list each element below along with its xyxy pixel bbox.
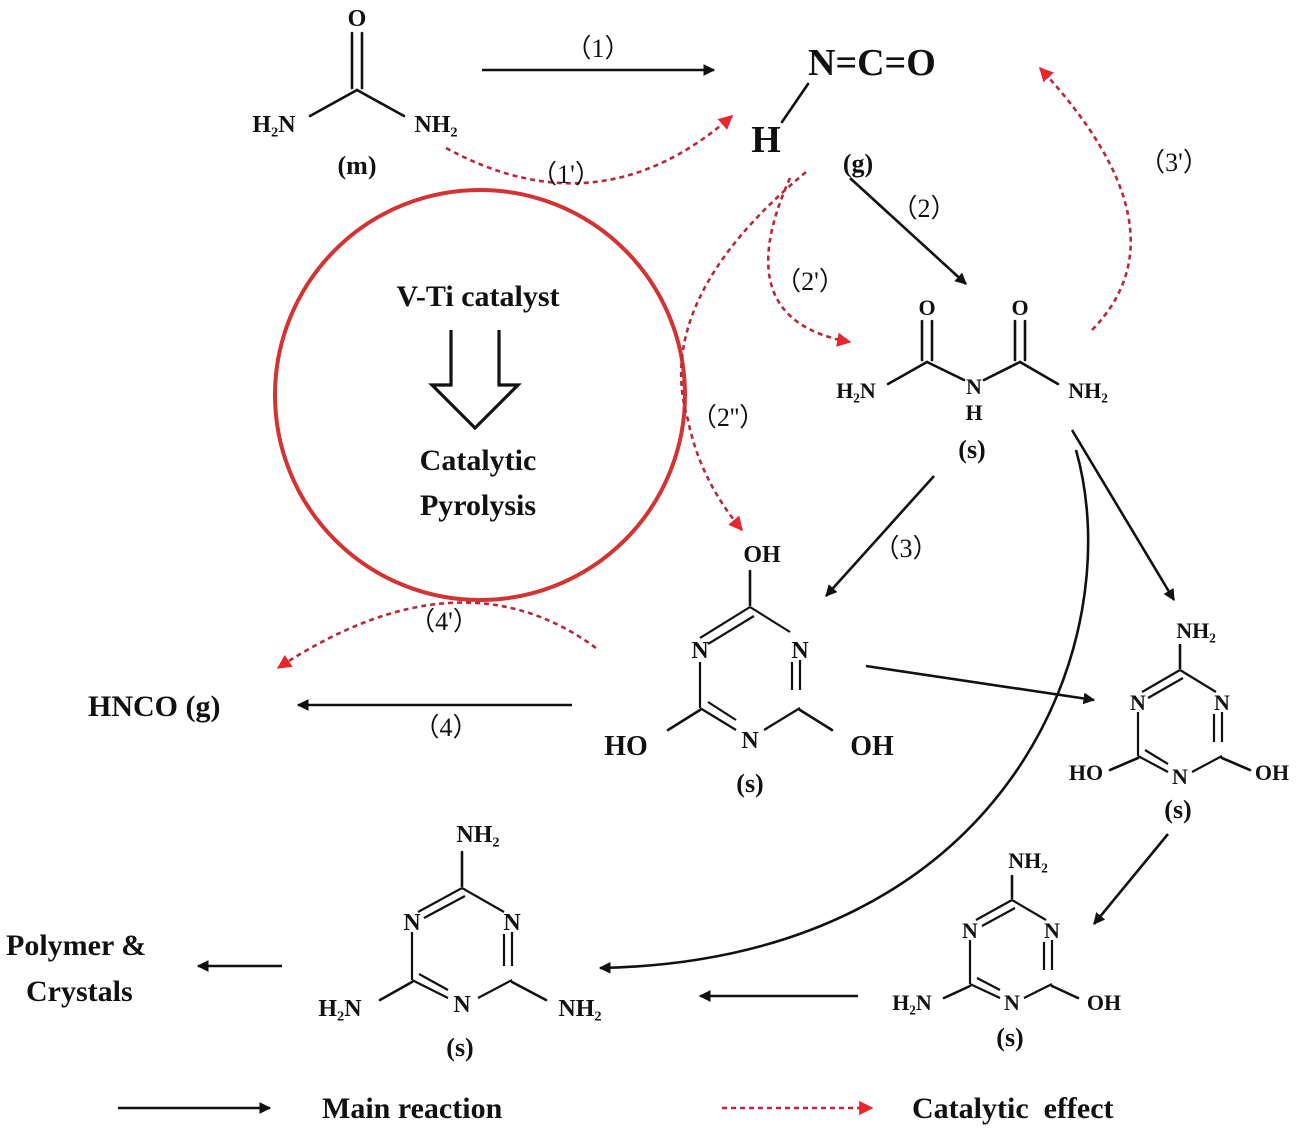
arrow-step-4p (276, 601, 597, 670)
arrow-step-2 (849, 177, 967, 285)
polymer-line2: Crystals (26, 975, 133, 1008)
label-step-3: （3） (873, 534, 938, 563)
ammeline-n-bottom: N (1004, 990, 1020, 1015)
ammeline-oh: OH (1087, 990, 1121, 1015)
biuret-nh: N (966, 374, 982, 399)
ammelide-molecule: NH₂ N N N HO OH (s) (1069, 618, 1289, 824)
melamine-nh2-right: NH₂ (558, 996, 601, 1022)
label-step-1p: （1'） (531, 160, 601, 189)
hnco-product: HNCO (g) (88, 690, 220, 723)
ammelide-oh-left: HO (1069, 760, 1103, 785)
step-labels: （1） （1'） （2） （2'） （2''） （3） （3'） （4） （4'… (409, 34, 1209, 742)
cya-oh-left: HO (604, 731, 648, 762)
legend: Main reaction Catalytic effect (118, 1092, 1114, 1125)
urea-oxygen: O (348, 6, 367, 32)
melamine-nh2-top: NH₂ (456, 822, 499, 848)
melamine-n-right: N (503, 910, 521, 936)
label-step-4p: （4'） (409, 607, 479, 636)
label-step-4: （4） (413, 713, 478, 742)
process-line1: Catalytic (420, 444, 537, 477)
catalyst-circle (273, 188, 687, 602)
catalyst-group: V-Ti catalyst Catalytic Pyrolysis (273, 188, 687, 602)
arrow-biuret-to-melamine (598, 449, 1090, 974)
legend-catalytic-label: Catalytic effect (912, 1092, 1114, 1125)
ammelide-n-right: N (1214, 690, 1230, 715)
polymer-line1: Polymer & (6, 929, 146, 962)
arrow-step-2pp (679, 171, 807, 532)
biuret-nh2-right: NH₂ (1068, 378, 1108, 403)
ammeline-molecule: NH₂ N N N H₂N OH (s) (892, 848, 1121, 1052)
hnco-formula: N=C=O (808, 42, 936, 84)
urea-molecule: O H₂N NH₂ (m) (252, 6, 457, 180)
urea-label: (m) (338, 151, 377, 180)
cya-n-right: N (791, 638, 809, 664)
biuret-h: H (965, 400, 982, 425)
main-arrows (196, 64, 1176, 1002)
ammelide-n-left: N (1130, 690, 1146, 715)
melamine-molecule: NH₂ N N N H₂N NH₂ (s) (318, 822, 601, 1062)
catalyst-name: V-Ti catalyst (396, 280, 559, 313)
label-step-1: （1） (565, 34, 630, 63)
biuret-molecule: O O H₂N N H NH₂ (s) (836, 295, 1108, 464)
hnco-molecule: N=C=O H (g) (751, 42, 936, 178)
cya-n-bottom: N (741, 728, 759, 754)
arrow-ammelide-to-ammeline (1092, 833, 1170, 925)
melamine-n-left: N (403, 910, 421, 936)
urea-nh2-left: H₂N (252, 112, 296, 138)
melamine-state: (s) (446, 1033, 473, 1062)
cya-oh-top: OH (743, 542, 781, 568)
biuret-nh2-left: H₂N (836, 378, 876, 403)
ammelide-n-bottom: N (1172, 764, 1188, 789)
ammeline-n-right: N (1044, 918, 1060, 943)
cya-oh-right: OH (850, 731, 894, 762)
ammelide-state: (s) (1164, 795, 1191, 824)
ammeline-nh2-top: NH₂ (1008, 848, 1048, 873)
arrow-step-1p (445, 115, 734, 185)
biuret-o1: O (918, 295, 935, 320)
arrow-step-3 (825, 475, 935, 597)
hollow-down-arrow (428, 330, 522, 431)
ammeline-nh2-left: H₂N (892, 990, 932, 1015)
biuret-o2: O (1011, 295, 1028, 320)
hnco-h: H (751, 119, 781, 161)
cyanuric-acid-molecule: OH N N N HO OH (s) (604, 542, 894, 798)
label-step-2: （2） (891, 194, 956, 223)
arrow-step-2p (767, 177, 852, 347)
cya-n-left: N (691, 638, 709, 664)
catalytic-arrows (276, 66, 1132, 670)
melamine-n-bottom: N (453, 992, 471, 1018)
ammelide-nh2: NH₂ (1176, 618, 1216, 643)
label-step-2p: （2'） (775, 267, 845, 296)
melamine-nh2-left: H₂N (318, 996, 362, 1022)
cya-state: (s) (736, 769, 763, 798)
arrow-step-3p (1039, 66, 1132, 331)
legend-main-label: Main reaction (322, 1092, 503, 1125)
ammeline-state: (s) (996, 1023, 1023, 1052)
arrow-biuret-to-ammelide (1070, 429, 1176, 602)
urea-nh2-right: NH₂ (414, 112, 457, 138)
process-line2: Pyrolysis (420, 489, 536, 522)
ammeline-n-left: N (962, 918, 978, 943)
hnco-state: (g) (843, 149, 873, 178)
arrow-cya-to-ammelide (865, 664, 1096, 705)
biuret-state: (s) (958, 435, 985, 464)
ammelide-oh-right: OH (1255, 760, 1289, 785)
label-step-3p: （3'） (1139, 148, 1209, 177)
label-step-2pp: （2''） (691, 403, 765, 432)
